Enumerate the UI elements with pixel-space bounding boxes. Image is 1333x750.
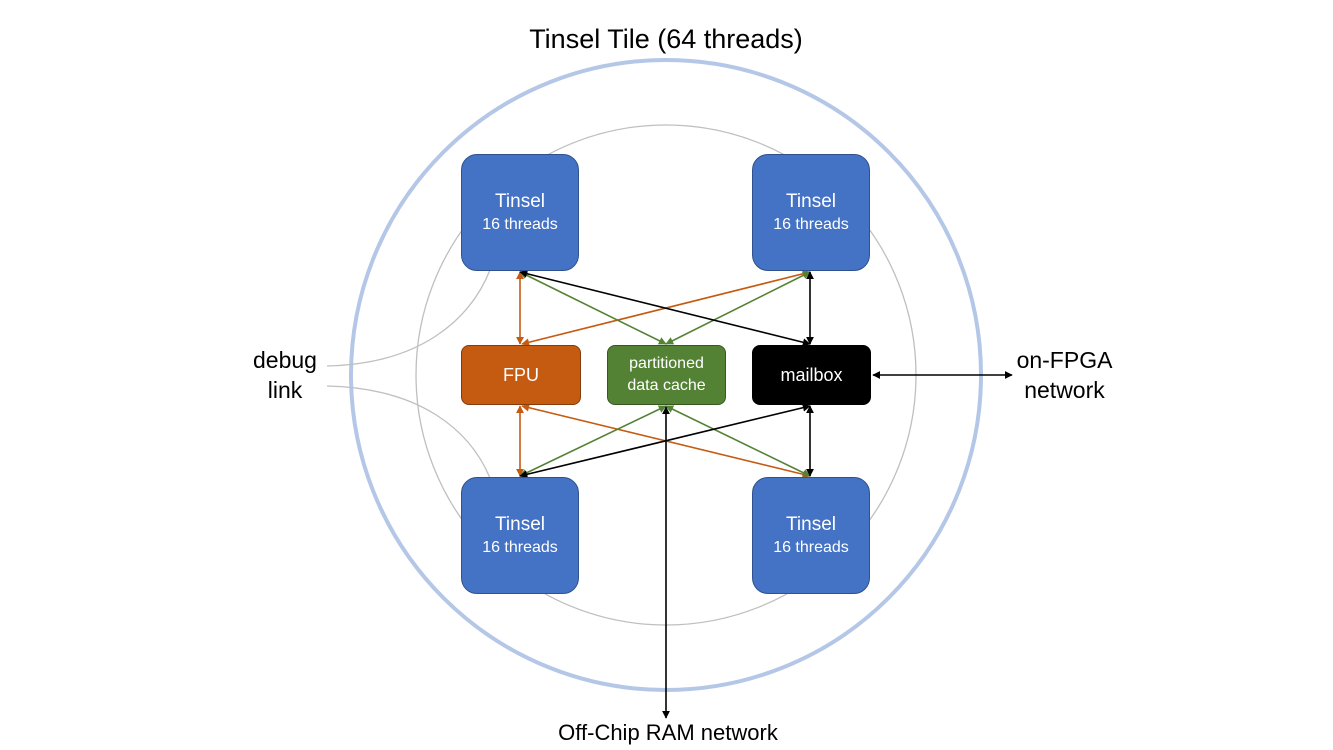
mailbox-label: mailbox [780,364,843,385]
core-threads: 16 threads [773,538,849,556]
debug-label-line1: debug [253,347,317,373]
ram-network-label: Off-Chip RAM network [558,720,778,745]
cache-label-line1: partitioned [629,355,704,372]
diagram-title: Tinsel Tile (64 threads) [529,24,803,54]
mailbox-unit: mailbox [752,345,871,405]
core-name: Tinsel [786,513,836,535]
core-threads: 16 threads [482,538,558,556]
cache-label-line2: data cache [627,377,706,394]
mailbox-link-top-left [519,269,811,347]
tinsel-core-bottom-right: Tinsel 16 threads [752,477,870,594]
cache-link-top-left [519,271,667,345]
fpga-label-line1: on-FPGA [1016,347,1113,373]
debug-link-lower [326,385,491,479]
cache-link-bottom-left [519,405,667,477]
core-name: Tinsel [495,190,545,212]
fpu-label: FPU [503,364,539,385]
core-name: Tinsel [786,190,836,212]
debug-link-label: debug link [230,345,340,405]
fpga-label-line2: network [1024,377,1105,403]
core-threads: 16 threads [482,215,558,233]
mailbox-links [519,269,1013,719]
tinsel-core-bottom-left: Tinsel 16 threads [461,477,579,594]
cache-link-bottom-right [665,405,811,477]
data-cache-unit: partitioned data cache [607,345,726,405]
tinsel-core-top-left: Tinsel 16 threads [461,154,579,271]
fpu-unit: FPU [461,345,581,405]
debug-label-line2: link [267,377,303,403]
cache-link-top-right [665,271,811,345]
tinsel-core-top-right: Tinsel 16 threads [752,154,870,271]
core-name: Tinsel [495,513,545,535]
core-threads: 16 threads [773,215,849,233]
fpga-network-label: on-FPGA network [1012,345,1117,405]
debug-link-upper [326,269,491,367]
